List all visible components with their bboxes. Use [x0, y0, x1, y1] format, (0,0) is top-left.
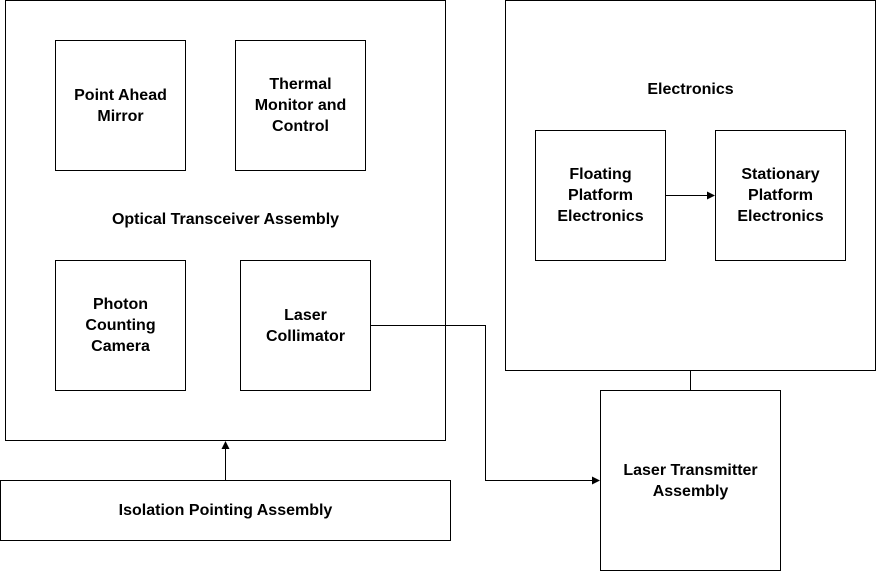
isolation-pointing-assembly-label: Isolation Pointing Assembly — [118, 502, 333, 519]
laser-transmitter-assembly-label: Laser Transmitter Assembly — [623, 461, 758, 500]
optical-transceiver-assembly-label: Optical Transceiver Assembly — [111, 211, 340, 228]
floating-platform-electronics-box: Floating Platform Electronics — [535, 130, 666, 261]
photon-counting-camera-label: Photon Counting Camera — [85, 296, 156, 355]
thermal-monitor-control-label: Thermal Monitor and Control — [254, 76, 347, 135]
stationary-platform-electronics-label: Stationary Platform Electronics — [737, 166, 824, 225]
floating-platform-electronics-label: Floating Platform Electronics — [557, 166, 644, 225]
laser-collimator-box: Laser Collimator — [240, 260, 371, 391]
laser-collimator-label: Laser Collimator — [265, 306, 346, 345]
laser-transmitter-assembly-box: Laser Transmitter Assembly — [600, 390, 781, 571]
electronics-label: Electronics — [647, 81, 734, 98]
thermal-monitor-control-box: Thermal Monitor and Control — [235, 40, 366, 171]
photon-counting-camera-box: Photon Counting Camera — [55, 260, 186, 391]
point-ahead-mirror-label: Point Ahead Mirror — [74, 86, 167, 125]
stationary-platform-electronics-box: Stationary Platform Electronics — [715, 130, 846, 261]
point-ahead-mirror-box: Point Ahead Mirror — [55, 40, 186, 171]
isolation-pointing-assembly-box: Isolation Pointing Assembly — [0, 480, 451, 541]
